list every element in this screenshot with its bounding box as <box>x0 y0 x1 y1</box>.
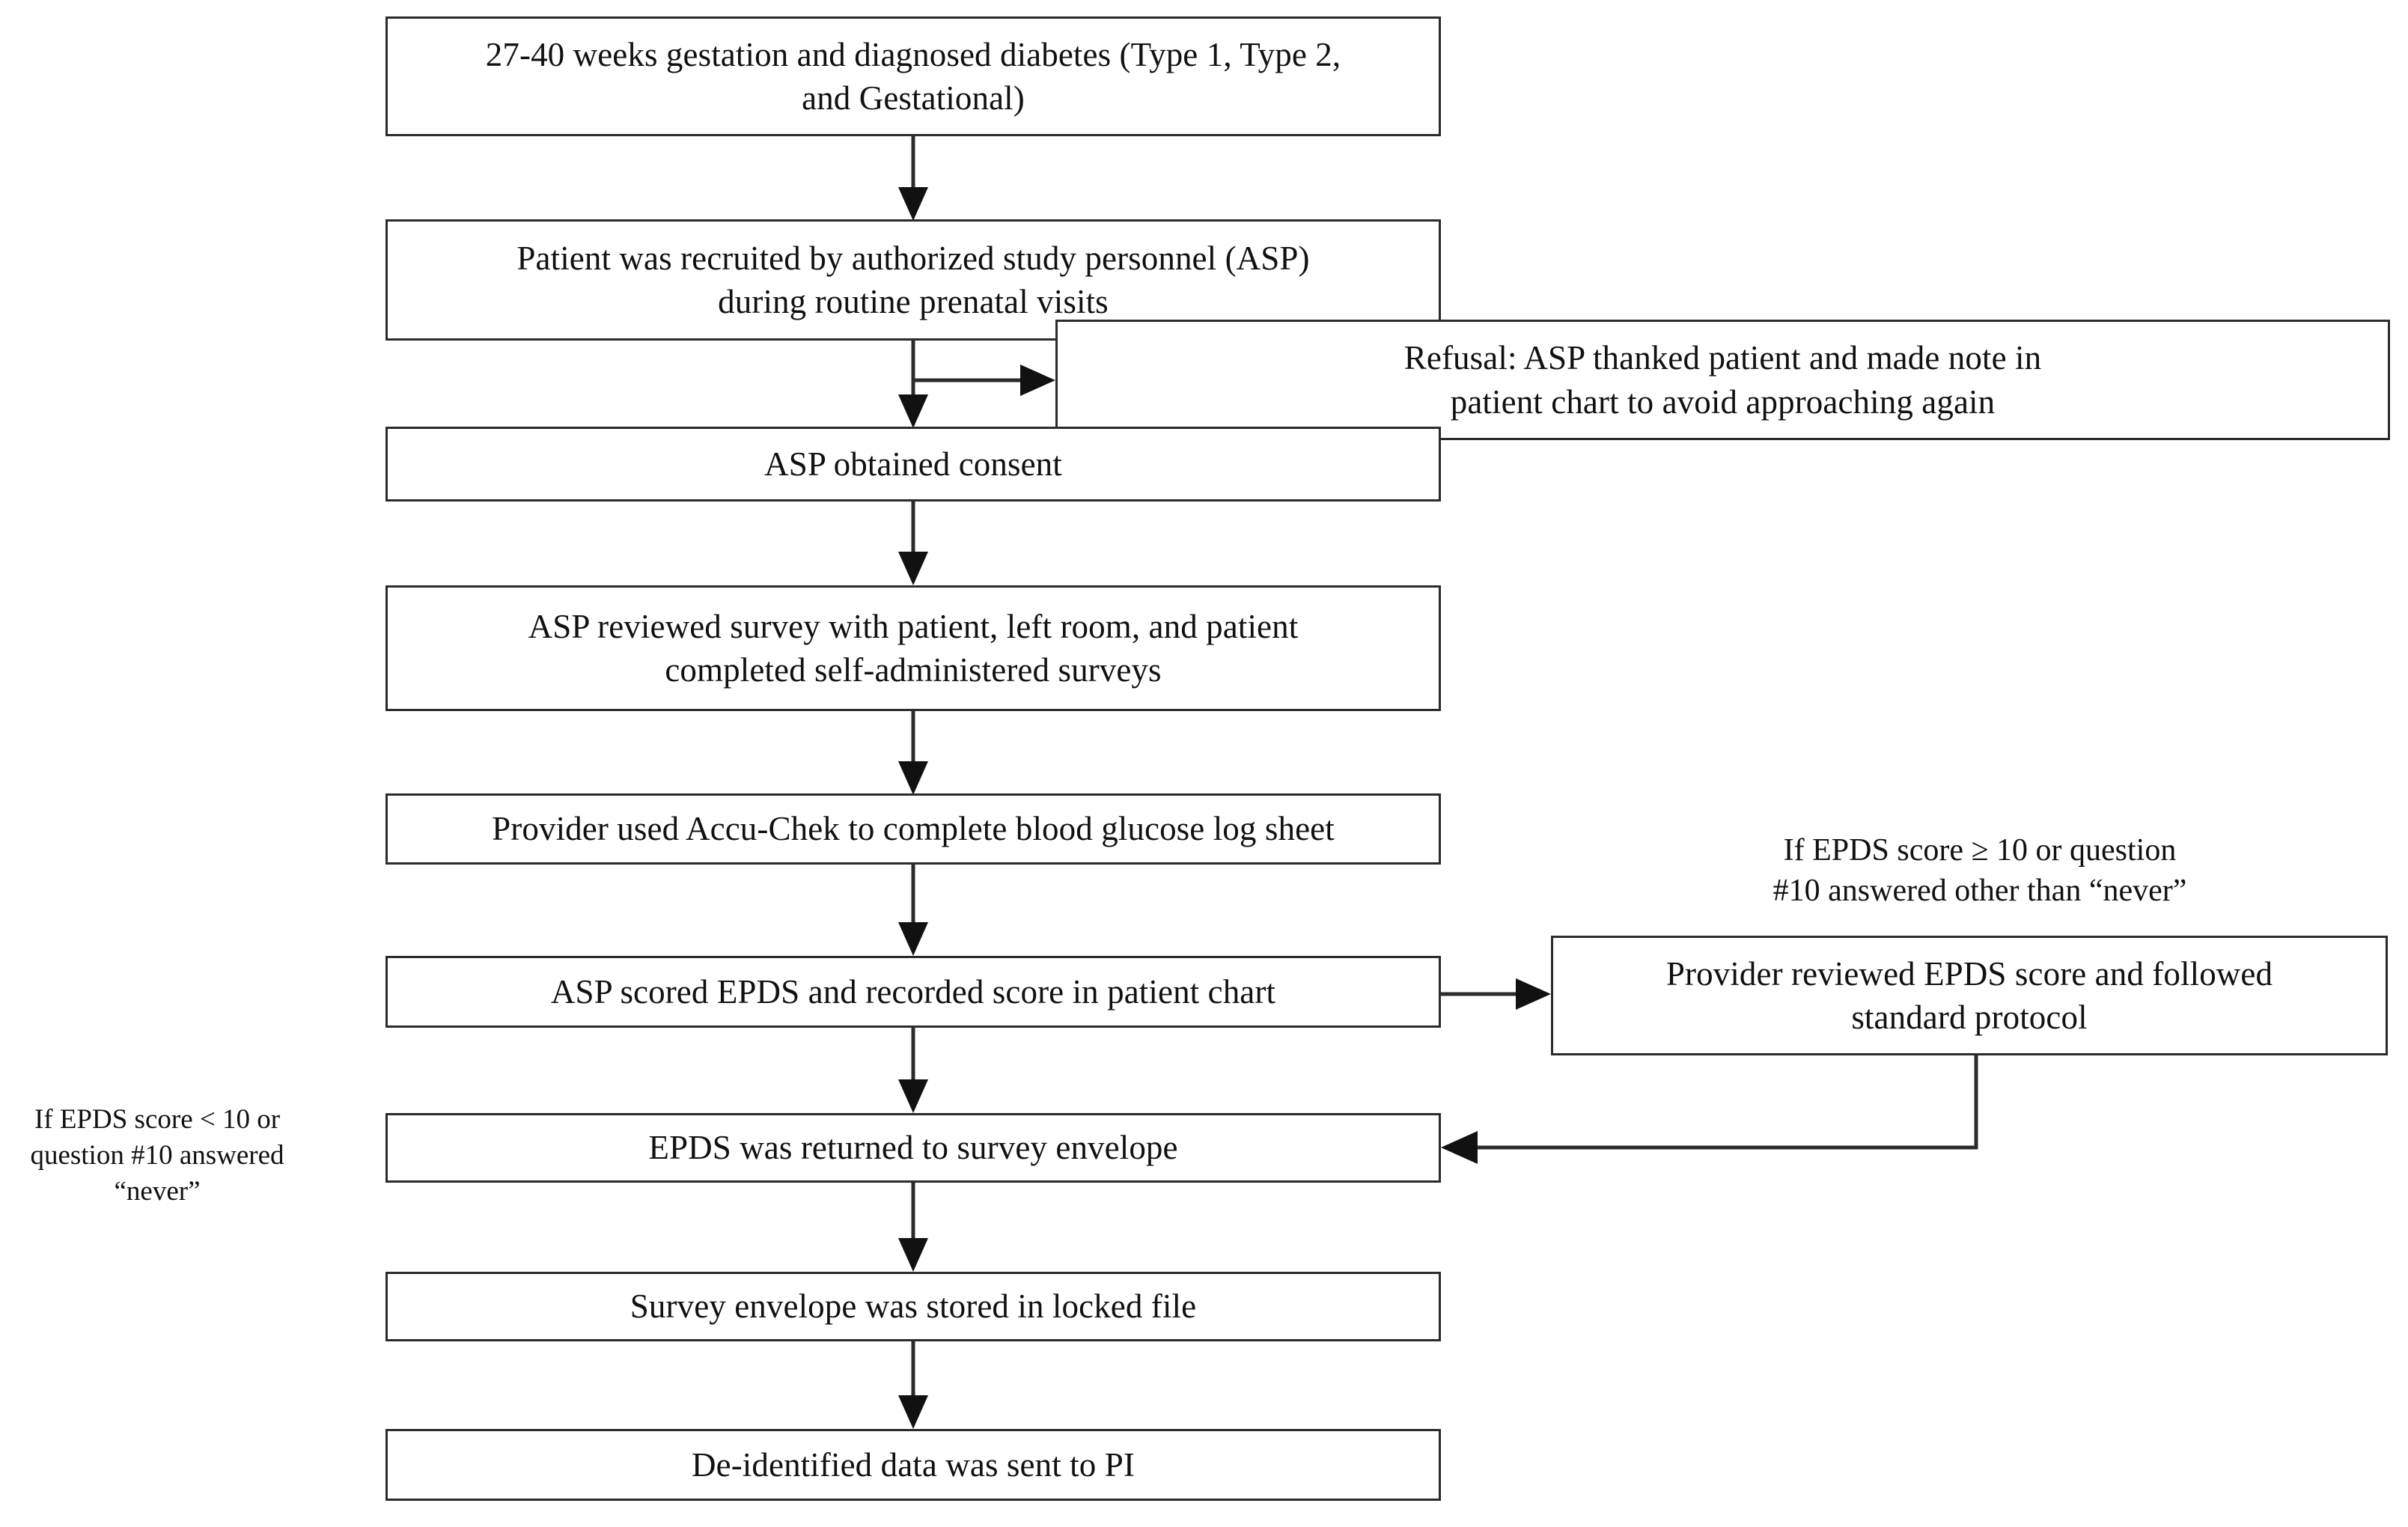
node-provider-review[interactable]: Provider reviewed EPDS score and followe… <box>1551 936 2388 1055</box>
node-consent-label: ASP obtained consent <box>764 445 1062 483</box>
node-survey-review[interactable]: ASP reviewed survey with patient, left r… <box>385 585 1441 711</box>
node-envelope-stored-label: Survey envelope was stored in locked fil… <box>630 1287 1197 1326</box>
annotation-epds-low: If EPDS score < 10 or question #10 answe… <box>30 1104 284 1207</box>
node-recruitment-label: Patient was recruited by authorized stud… <box>516 239 1310 321</box>
node-data-sent[interactable]: De-identified data was sent to PI <box>385 1429 1441 1501</box>
node-eligibility-label: 27-40 weeks gestation and diagnosed diab… <box>485 35 1341 118</box>
edge-epds-scored-to-epds-returned <box>898 1028 928 1113</box>
edge-epds-scored-to-provider-review <box>1441 978 1551 1010</box>
node-glucose-log[interactable]: Provider used Accu-Chek to complete bloo… <box>385 793 1441 865</box>
edge-epds-returned-to-envelope-stored <box>898 1183 928 1272</box>
node-consent[interactable]: ASP obtained consent <box>385 427 1441 502</box>
node-data-sent-label: De-identified data was sent to PI <box>692 1445 1135 1484</box>
edge-envelope-stored-to-data-sent <box>898 1341 928 1429</box>
node-glucose-log-label: Provider used Accu-Chek to complete bloo… <box>492 810 1335 848</box>
node-epds-returned[interactable]: EPDS was returned to survey envelope <box>385 1113 1441 1183</box>
node-epds-scored-label: ASP scored EPDS and recorded score in pa… <box>550 972 1276 1011</box>
annotation-epds-high: If EPDS score ≥ 10 or question #10 answe… <box>1773 833 2187 908</box>
node-envelope-stored[interactable]: Survey envelope was stored in locked fil… <box>385 1272 1441 1341</box>
node-refusal[interactable]: Refusal: ASP thanked patient and made no… <box>1055 320 2390 440</box>
edge-recruitment-to-consent <box>898 341 928 428</box>
edge-consent-to-survey-review <box>898 502 928 585</box>
node-epds-returned-label: EPDS was returned to survey envelope <box>648 1129 1178 1167</box>
node-eligibility[interactable]: 27-40 weeks gestation and diagnosed diab… <box>385 16 1441 136</box>
edge-eligibility-to-recruitment <box>898 136 928 221</box>
node-epds-scored[interactable]: ASP scored EPDS and recorded score in pa… <box>385 956 1441 1028</box>
edge-survey-review-to-glucose-log <box>898 711 928 795</box>
edge-recruitment-to-refusal <box>913 365 1055 396</box>
node-survey-review-label: ASP reviewed survey with patient, left r… <box>528 607 1299 689</box>
edge-glucose-log-to-epds-scored <box>898 865 928 956</box>
node-refusal-label: Refusal: ASP thanked patient and made no… <box>1403 339 2042 421</box>
edge-provider-review-to-epds-returned <box>1441 1055 1978 1164</box>
node-provider-review-label: Provider reviewed EPDS score and followe… <box>1665 954 2273 1037</box>
